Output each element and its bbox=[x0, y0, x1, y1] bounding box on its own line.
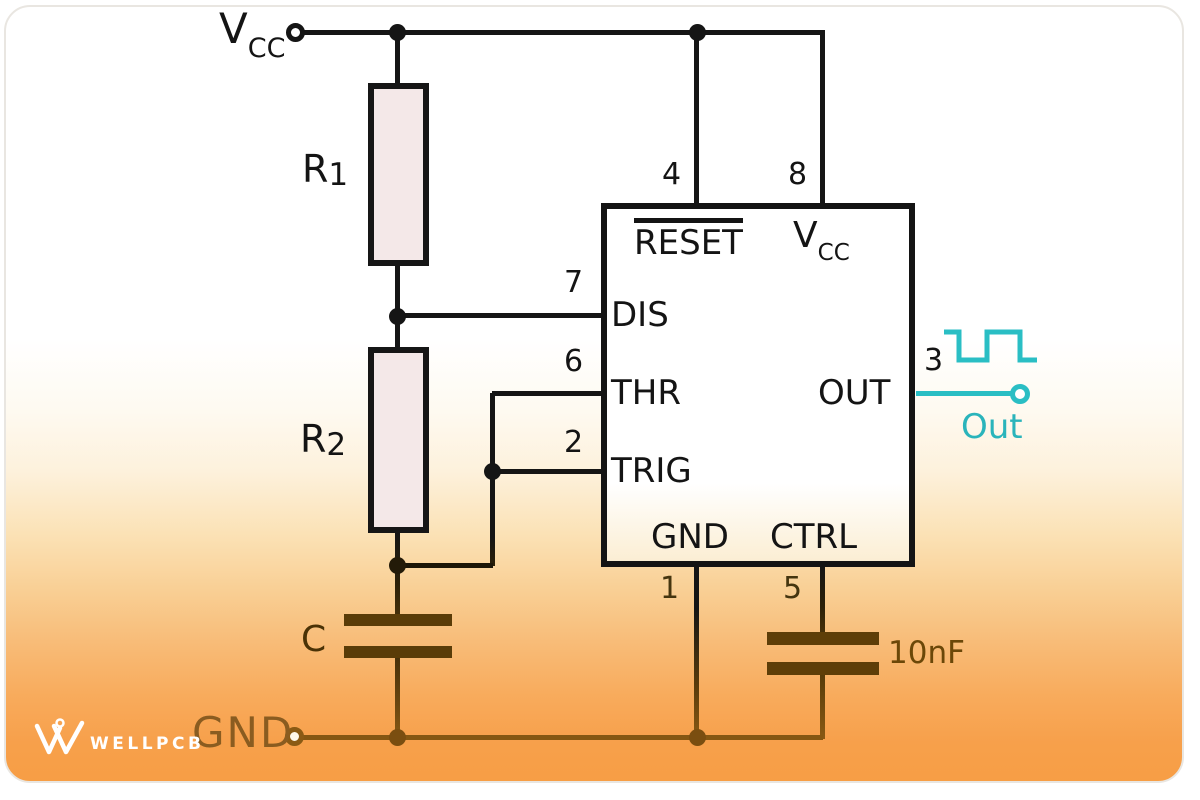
ic-label-gnd: GND bbox=[651, 517, 729, 557]
gnd-terminal bbox=[285, 727, 304, 746]
junction-r1-r2-dis bbox=[389, 308, 406, 325]
wire-out bbox=[916, 391, 1013, 396]
capacitor-c-label: C bbox=[301, 619, 327, 660]
wire-trig-down bbox=[490, 471, 495, 566]
pin-number-8: 8 bbox=[788, 157, 808, 192]
wire-ground-rail bbox=[297, 735, 823, 740]
ic-label-out: OUT bbox=[818, 373, 891, 413]
r2-prefix: R bbox=[300, 417, 327, 461]
r1-prefix: R bbox=[302, 147, 329, 191]
pin-number-5: 5 bbox=[783, 571, 803, 606]
capacitor-10nf-bottom-plate bbox=[767, 662, 879, 675]
resistor-r1 bbox=[368, 83, 429, 266]
wire-dis bbox=[397, 313, 603, 318]
ic-label-thr: THR bbox=[611, 373, 681, 413]
junction-r2-cap bbox=[389, 557, 406, 574]
r1-index: 1 bbox=[328, 157, 349, 193]
vcc-subscript: CC bbox=[247, 33, 286, 64]
out-label: Out bbox=[961, 407, 1023, 447]
junction-thr-trig bbox=[484, 463, 501, 480]
ic-label-ctrl: CTRL bbox=[770, 517, 858, 557]
wire-r1-top bbox=[395, 33, 400, 85]
junction-vcc-r1 bbox=[389, 24, 406, 41]
pin-number-1: 1 bbox=[660, 571, 680, 606]
wire-thr-to-trig bbox=[490, 393, 495, 474]
wire-pin1-vertical bbox=[694, 565, 699, 739]
square-wave-icon bbox=[944, 329, 1037, 363]
capacitor-c-top-plate bbox=[344, 614, 452, 626]
gnd-supply-label: GND bbox=[192, 708, 295, 757]
wire-thr bbox=[492, 391, 603, 396]
wire-pin8-vertical bbox=[820, 30, 825, 206]
r2-label: R2 bbox=[300, 417, 347, 463]
wire-pin4-vertical bbox=[694, 30, 699, 206]
vcc-main: V bbox=[219, 4, 248, 53]
pin-number-4: 4 bbox=[662, 157, 682, 192]
pin-number-7: 7 bbox=[564, 265, 584, 300]
resistor-r2 bbox=[368, 347, 429, 533]
out-terminal bbox=[1010, 384, 1030, 404]
wire-pin5-vertical bbox=[820, 565, 825, 635]
capacitor-10nf-top-plate bbox=[767, 632, 879, 645]
r2-index: 2 bbox=[326, 427, 347, 463]
r1-label: R1 bbox=[302, 147, 349, 193]
ic-vcc-subscript: CC bbox=[817, 240, 850, 266]
ic-555-body bbox=[601, 203, 915, 567]
ic-label-trig: TRIG bbox=[611, 451, 692, 491]
wire-cap-to-ground bbox=[395, 656, 400, 739]
vcc-terminal bbox=[286, 23, 305, 42]
junction-ground-pin1 bbox=[689, 729, 706, 746]
ic-label-reset: RESET bbox=[634, 218, 743, 260]
junction-vcc-pin4 bbox=[689, 24, 706, 41]
wire-r1-bottom bbox=[395, 263, 400, 350]
capacitor-10nf-label: 10nF bbox=[888, 635, 965, 671]
wire-vcc-rail bbox=[300, 30, 823, 35]
pin-number-3: 3 bbox=[924, 343, 944, 378]
wire-r2-to-cap bbox=[395, 533, 400, 617]
ic-label-vcc: VCC bbox=[793, 215, 850, 265]
wire-trig bbox=[492, 469, 603, 474]
junction-ground-cap bbox=[389, 729, 406, 746]
wire-trig-bottom bbox=[395, 563, 493, 568]
vcc-supply-label: VCC bbox=[219, 8, 285, 63]
wellpcb-logo-icon bbox=[34, 718, 85, 755]
ic-vcc-main: V bbox=[793, 215, 818, 256]
ic-label-dis: DIS bbox=[611, 295, 669, 335]
pin-number-2: 2 bbox=[564, 425, 584, 460]
wellpcb-logo-text: WELLPCB bbox=[90, 734, 205, 754]
pin-number-6: 6 bbox=[564, 344, 584, 379]
capacitor-c-bottom-plate bbox=[344, 646, 452, 658]
wire-ctrlcap-to-ground bbox=[820, 673, 825, 739]
